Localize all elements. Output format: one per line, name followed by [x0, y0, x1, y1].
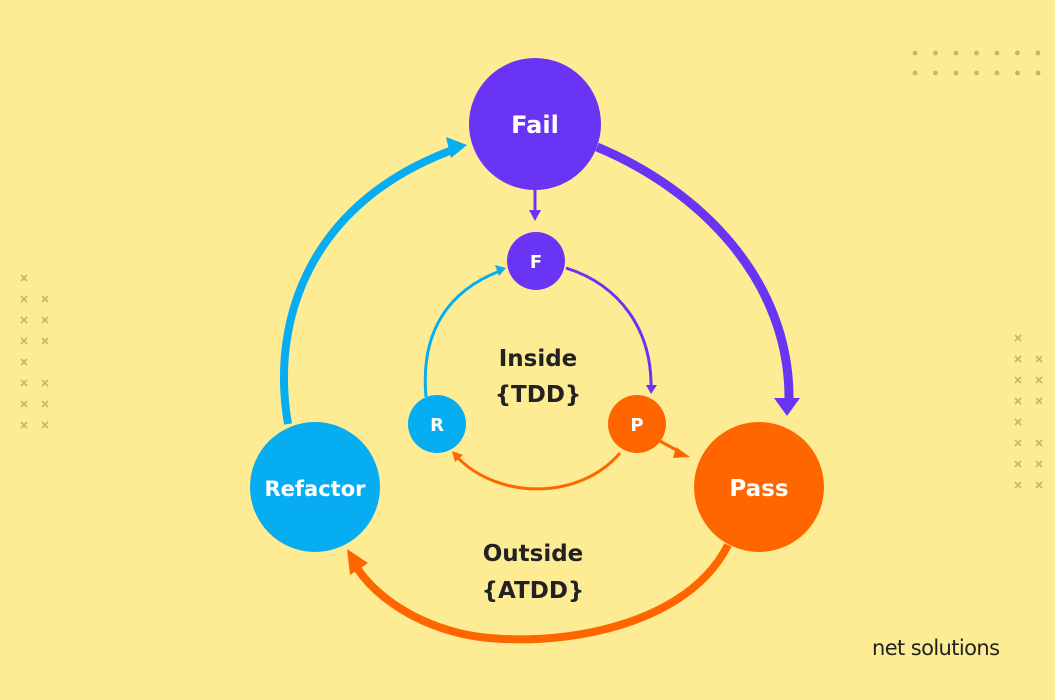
decor-cross — [1035, 397, 1043, 405]
pass-node: Pass — [694, 422, 824, 552]
decor-cross — [41, 379, 49, 387]
arrow-refactor-to-fail — [279, 144, 460, 425]
arrow-inner-p-to-r — [456, 452, 622, 491]
inner-p-node: P — [608, 395, 666, 453]
decor-cross — [1035, 481, 1043, 489]
decor-dot — [1015, 50, 1020, 56]
decor-cross — [1035, 460, 1043, 468]
inside-title: Inside — [499, 346, 578, 372]
decor-cross — [20, 358, 28, 366]
decor-dot — [953, 70, 959, 76]
inside-subtitle: {TDD} — [495, 382, 582, 408]
decor-cross — [20, 421, 28, 429]
arrow-fail-to-inner-f-head — [529, 210, 541, 221]
decor-cross — [41, 400, 49, 408]
inner-r-label: R — [430, 415, 444, 436]
decor-dot — [994, 70, 1000, 76]
inner-r-node: R — [408, 395, 466, 453]
arrow-inner-r-to-f-head — [495, 265, 506, 276]
decor-cross — [41, 337, 49, 345]
inner-p-label: P — [630, 415, 643, 436]
decor-cross — [20, 295, 28, 303]
inner-f-node: F — [507, 232, 565, 290]
decor-cross — [20, 337, 28, 345]
decor-cross — [20, 379, 28, 387]
decor-cross — [1014, 481, 1022, 489]
decor-cross — [1035, 376, 1043, 384]
decor-cross — [20, 316, 28, 324]
decor-cross — [1035, 439, 1043, 447]
pass-label: Pass — [729, 476, 788, 502]
refactor-node: Refactor — [250, 422, 380, 552]
decor-cross — [20, 400, 28, 408]
decoration-pattern — [20, 50, 1043, 489]
outside-title: Outside — [483, 541, 584, 567]
arrow-fail-to-pass-head — [774, 398, 800, 416]
decor-cross — [1014, 376, 1022, 384]
decor-cross — [41, 295, 49, 303]
decor-dot — [933, 70, 938, 76]
refactor-label: Refactor — [265, 477, 367, 501]
decor-dot — [1015, 70, 1020, 76]
arrow-pass-to-refactor-head — [347, 549, 368, 575]
decor-dot — [994, 50, 1000, 56]
decor-cross — [1014, 439, 1022, 447]
decor-dot — [953, 50, 959, 56]
decor-dot — [1035, 50, 1041, 56]
arrow-inner-r-to-f — [423, 269, 501, 398]
decor-cross — [1014, 334, 1022, 342]
decor-dot — [912, 70, 918, 76]
arrow-inner-f-to-p-head — [646, 385, 657, 394]
arrow-fail-to-pass — [595, 142, 794, 401]
arrow-inner-p-to-r-head — [452, 451, 463, 462]
fail-node: Fail — [469, 58, 601, 190]
decor-cross — [1014, 460, 1022, 468]
decor-dot — [974, 70, 979, 76]
inner-f-label: F — [530, 252, 542, 273]
decor-cross — [1035, 355, 1043, 363]
decor-cross — [1014, 397, 1022, 405]
decor-dot — [974, 50, 979, 56]
decor-dot — [933, 50, 938, 56]
arrow-inner-f-to-p — [565, 266, 653, 389]
decor-dot — [1035, 70, 1041, 76]
arrow-pass-to-refactor — [353, 543, 732, 644]
fail-label: Fail — [511, 111, 559, 139]
brand-logo: net solutions — [872, 636, 1000, 660]
decor-cross — [41, 316, 49, 324]
outside-subtitle: {ATDD} — [482, 578, 585, 604]
decor-cross — [41, 421, 49, 429]
decor-cross — [1014, 355, 1022, 363]
decor-cross — [20, 274, 28, 282]
decor-cross — [1014, 418, 1022, 426]
arrow-inner-p-to-pass-head — [673, 447, 690, 458]
decor-dot — [912, 50, 918, 56]
arrow-refactor-to-fail-head — [446, 137, 467, 158]
